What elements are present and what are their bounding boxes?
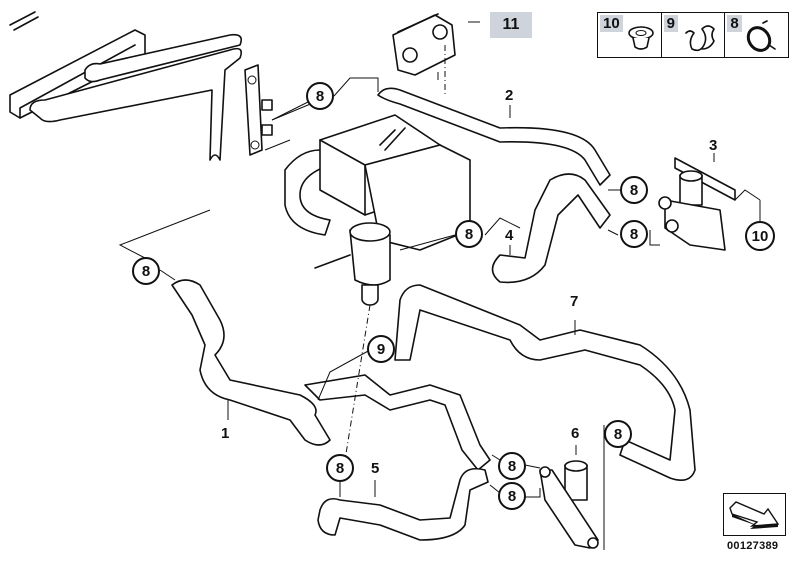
hose-5 xyxy=(317,467,489,541)
part-label-1[interactable]: 1 xyxy=(221,425,230,442)
grommet-icon xyxy=(628,26,654,50)
part-label-7[interactable]: 7 xyxy=(570,293,579,310)
callout-clamp-8[interactable]: 8 xyxy=(498,482,526,510)
document-number: 00127389 xyxy=(727,540,779,552)
key-label: 8 xyxy=(727,15,742,32)
part-label-4[interactable]: 4 xyxy=(505,227,514,244)
callout-clamp-8[interactable]: 8 xyxy=(306,82,334,110)
callout-clamp-8[interactable]: 8 xyxy=(604,420,632,448)
small-parts-key: 10 9 8 xyxy=(597,12,789,58)
callout-clamp-8[interactable]: 8 xyxy=(326,454,354,482)
key-item-clip[interactable]: 9 xyxy=(662,13,726,57)
hose-7 xyxy=(394,284,696,481)
part-label-6[interactable]: 6 xyxy=(571,425,580,442)
callout-clamp-8[interactable]: 8 xyxy=(132,257,160,285)
valve-3-drawing xyxy=(658,157,736,251)
key-label: 9 xyxy=(663,15,679,32)
valve-6-drawing xyxy=(539,460,599,549)
callout-clamp-8[interactable]: 8 xyxy=(620,220,648,248)
auxiliary-heater-drawing xyxy=(284,114,471,306)
key-label: 10 xyxy=(600,15,623,32)
part-label-3[interactable]: 3 xyxy=(709,137,718,154)
hose-4 xyxy=(491,173,611,284)
part-label-2[interactable]: 2 xyxy=(505,87,514,104)
hose-1 xyxy=(171,279,331,446)
next-page-button[interactable] xyxy=(723,493,786,536)
callout-clamp-8[interactable]: 8 xyxy=(455,220,483,248)
hose-2 xyxy=(377,87,611,186)
callout-grommet-10[interactable]: 10 xyxy=(745,221,775,251)
key-item-grommet[interactable]: 10 xyxy=(598,13,662,57)
leader-lines xyxy=(118,21,761,550)
callout-clamp-8[interactable]: 8 xyxy=(498,452,526,480)
gasket-drawing xyxy=(392,13,456,76)
callout-clip-9[interactable]: 9 xyxy=(367,335,395,363)
hose-clamp-icon xyxy=(747,20,777,52)
part-label-11[interactable]: 11 xyxy=(490,12,532,38)
heater-core-drawing xyxy=(9,11,321,161)
callout-clamp-8[interactable]: 8 xyxy=(620,176,648,204)
part-label-5[interactable]: 5 xyxy=(371,460,380,477)
next-page-arrow-icon xyxy=(729,501,780,529)
spring-clip-icon xyxy=(684,25,715,52)
key-item-clamp[interactable]: 8 xyxy=(725,13,788,57)
